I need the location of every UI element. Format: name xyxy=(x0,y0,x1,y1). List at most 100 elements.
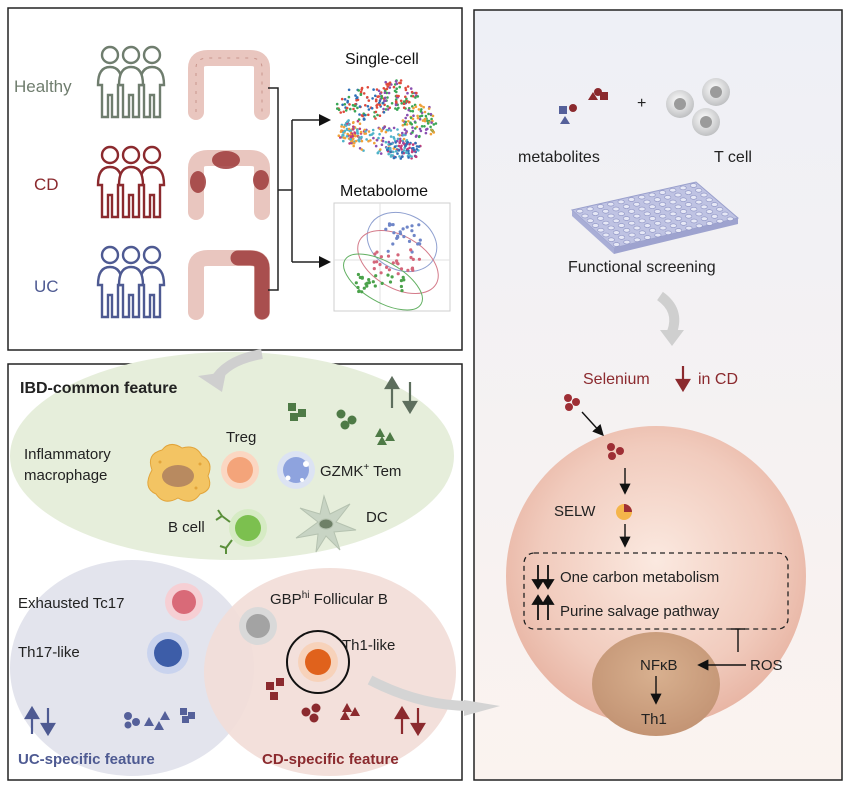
selenium-in-cd-label: in CD xyxy=(698,371,738,388)
umap-point xyxy=(410,157,413,160)
pca-point xyxy=(354,281,358,285)
plate-well xyxy=(664,195,672,200)
pca-point xyxy=(387,268,391,272)
umap-point xyxy=(397,149,401,152)
umap-point xyxy=(360,86,364,90)
umap-point xyxy=(396,152,399,155)
plate-well xyxy=(612,218,620,224)
th1-like-cell-icon xyxy=(286,630,350,694)
umap-point xyxy=(401,131,404,135)
pca-point xyxy=(385,265,389,269)
umap-point xyxy=(358,127,362,131)
plate-well xyxy=(684,202,692,207)
plate-well xyxy=(622,204,630,209)
umap-point xyxy=(352,142,356,145)
umap-point xyxy=(378,127,382,130)
umap-point xyxy=(411,109,415,113)
pca-point xyxy=(379,271,383,275)
umap-point xyxy=(415,91,418,95)
umap-point xyxy=(423,125,426,128)
umap-point xyxy=(394,150,398,153)
umap-point xyxy=(340,129,343,132)
mechanism-panel: + metabolites T cell Functional screenin… xyxy=(464,9,843,781)
pca-point xyxy=(405,225,409,229)
cd-specific-title: CD-specific feature xyxy=(262,751,399,768)
umap-point xyxy=(427,107,431,110)
umap-point xyxy=(381,139,385,143)
plate-well xyxy=(669,211,677,217)
umap-point xyxy=(360,148,364,151)
umap-point xyxy=(386,148,389,152)
plate-well xyxy=(628,232,636,238)
umap-point xyxy=(415,134,418,137)
umap-point xyxy=(420,108,423,111)
plate-well xyxy=(617,199,625,205)
healthy-label: Healthy xyxy=(14,77,72,96)
plate-well xyxy=(690,207,698,212)
plate-well xyxy=(669,223,677,228)
umap-point xyxy=(377,89,381,93)
umap-point xyxy=(352,144,356,148)
umap-point xyxy=(374,98,378,101)
pca-point xyxy=(400,289,404,293)
umap-point xyxy=(408,154,412,157)
umap-point xyxy=(346,132,350,136)
umap-point xyxy=(414,141,417,145)
plate-well xyxy=(638,230,646,235)
pca-point xyxy=(396,253,400,257)
cell-body xyxy=(506,426,806,726)
umap-point xyxy=(348,103,351,106)
umap-point xyxy=(339,136,342,139)
plate-well xyxy=(653,197,661,202)
pca-point xyxy=(374,274,378,278)
pca-point xyxy=(365,284,369,288)
umap-point xyxy=(372,136,375,140)
exhausted-tc17-cell-icon xyxy=(165,583,203,621)
umap-point xyxy=(408,146,411,150)
umap-point xyxy=(347,127,351,131)
umap-point xyxy=(404,116,408,120)
umap-point xyxy=(342,125,346,129)
umap-point xyxy=(378,101,381,105)
umap-point xyxy=(358,137,362,140)
umap-point xyxy=(414,96,417,99)
umap-point xyxy=(423,110,427,114)
umap-point xyxy=(411,131,414,134)
umap-point xyxy=(347,88,351,92)
umap-point xyxy=(378,103,382,107)
umap-point xyxy=(401,155,404,158)
plus-sign: + xyxy=(637,95,646,112)
umap-point xyxy=(392,126,396,130)
plate-well xyxy=(705,221,713,226)
umap-point xyxy=(358,113,361,116)
pca-point xyxy=(386,273,390,277)
umap-point xyxy=(414,155,418,159)
well-plate-icon xyxy=(570,181,740,254)
selw-protein-icon xyxy=(616,504,632,520)
umap-point xyxy=(362,92,366,95)
plate-well xyxy=(602,232,610,238)
umap-point xyxy=(392,85,396,89)
pca-point xyxy=(367,278,371,282)
pca-point xyxy=(410,224,414,228)
purine-up-arrows xyxy=(531,594,555,620)
umap-point xyxy=(405,130,408,133)
umap-point xyxy=(383,91,387,94)
umap-point xyxy=(378,114,382,117)
grey-flow-arrow-3 xyxy=(656,291,680,334)
treg-label: Treg xyxy=(226,429,256,446)
umap-point xyxy=(343,103,347,106)
umap-point xyxy=(412,95,415,98)
plate-well xyxy=(684,190,692,195)
umap-point xyxy=(394,98,398,101)
umap-point xyxy=(392,150,395,154)
pca-point xyxy=(386,254,391,258)
umap-point xyxy=(398,134,402,137)
t-cell-label: T cell xyxy=(714,149,752,166)
plate-well xyxy=(643,199,651,205)
umap-point xyxy=(398,81,401,85)
plate-well xyxy=(623,228,631,233)
pca-point xyxy=(391,261,395,265)
umap-point xyxy=(352,107,355,111)
